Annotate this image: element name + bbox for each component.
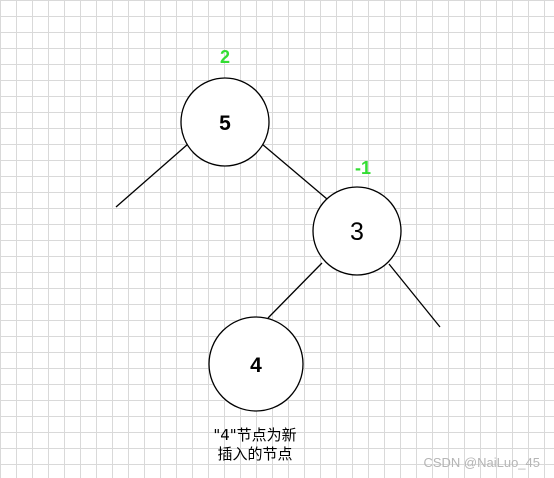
edge-3-right-null [388,263,441,328]
edge-5-left-null [115,143,189,208]
edge-5-3 [261,143,328,200]
edge-3-4 [267,262,323,319]
node-label: 4 [250,354,262,377]
balance-factor-3: -1 [355,158,371,178]
new-node-caption: "4"节点为新 插入的节点 [190,426,320,464]
node-circle [312,186,402,276]
watermark: CSDN @NaiLuo_45 [423,455,540,470]
caption-line-1: "4"节点为新 [213,426,297,444]
tree-node-3: 3 [312,186,402,276]
balance-factor-5: 2 [220,47,230,67]
tree-node-5: 5 [180,77,270,167]
node-label: 3 [350,218,364,246]
node-circle [180,77,270,167]
node-label: 5 [219,112,231,135]
tree-node-4: 4 [208,316,304,412]
caption-line-2: 插入的节点 [217,445,293,463]
node-circle [208,316,304,412]
